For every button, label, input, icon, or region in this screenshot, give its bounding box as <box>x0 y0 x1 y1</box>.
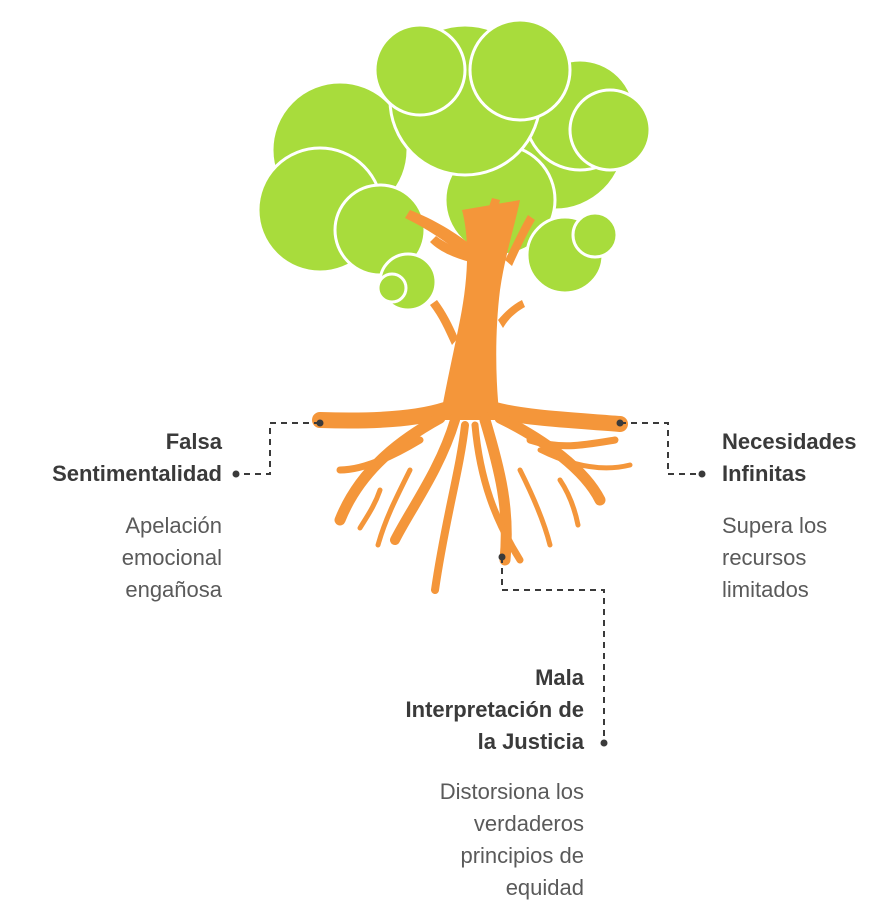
foliage-blob <box>373 23 467 117</box>
connector-right <box>620 422 700 475</box>
root <box>537 447 633 471</box>
root <box>431 421 469 594</box>
connector-dots <box>232 419 706 747</box>
root <box>390 415 460 545</box>
connector-dot <box>498 553 506 561</box>
right-node: Necesidades Infinitas Supera los recurso… <box>722 426 857 606</box>
connector-dot <box>616 419 624 427</box>
bottom-node: Mala Interpretación de la Justicia Disto… <box>406 662 584 904</box>
connector-dot <box>600 739 608 747</box>
root <box>526 436 619 450</box>
root <box>479 414 512 566</box>
connector-dot <box>316 419 324 427</box>
root <box>494 412 606 506</box>
connectors <box>238 422 700 742</box>
connector-bottom <box>501 557 605 742</box>
connector-dot <box>232 470 240 478</box>
root <box>312 402 453 429</box>
left-node: Falsa Sentimentalidad Apelación emociona… <box>52 426 222 606</box>
connector-left <box>238 422 320 475</box>
connector-dot <box>698 470 706 478</box>
root <box>375 467 413 548</box>
left-node-description: Apelación emocional engañosa <box>121 513 222 602</box>
root <box>357 487 383 531</box>
root <box>517 467 553 548</box>
foliage-blob <box>376 272 408 304</box>
foliage-blob <box>468 18 572 122</box>
root <box>487 402 628 432</box>
bottom-node-title: Mala Interpretación de la Justicia <box>405 665 584 754</box>
tree-roots <box>312 402 633 594</box>
root <box>471 421 524 564</box>
foliage-blob <box>568 88 652 172</box>
foliage-blob <box>571 211 619 259</box>
bottom-node-description: Distorsiona los verdaderos principios de… <box>439 779 584 900</box>
right-node-description: Supera los recursos limitados <box>722 513 828 602</box>
tree-trunk <box>405 198 535 420</box>
right-node-title: Necesidades Infinitas <box>722 429 857 486</box>
left-node-title: Falsa Sentimentalidad <box>52 429 222 486</box>
root <box>336 436 424 474</box>
root <box>557 477 581 528</box>
tree-foliage <box>256 18 652 312</box>
